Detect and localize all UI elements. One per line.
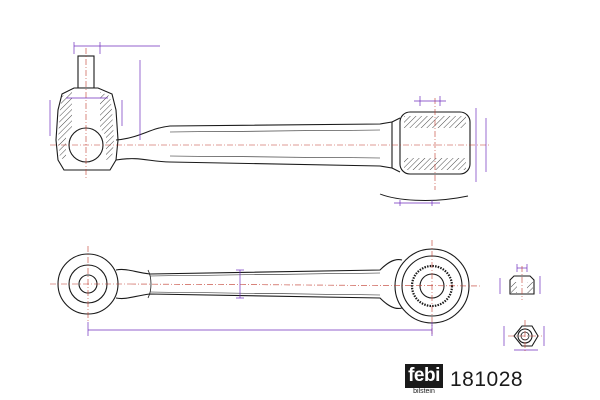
part-number: 181028 — [450, 368, 524, 391]
side-view — [55, 55, 471, 201]
plan-arm-body — [115, 258, 403, 310]
nut-side-dimensions — [499, 264, 541, 294]
housing-section-hatch-right — [100, 92, 114, 160]
brand-logo-subtext: bilstein — [413, 388, 435, 395]
housing-section-hatch — [58, 92, 72, 160]
plan-view-centerlines — [50, 240, 481, 336]
nut-side-hatch — [511, 282, 517, 293]
brand-logo-text: febi — [405, 364, 443, 388]
nut-top-dimensions — [503, 326, 545, 351]
side-view-centerlines — [50, 48, 490, 190]
plan-view-dimensions — [87, 269, 433, 336]
side-view-dimensions — [49, 42, 487, 206]
nut-top-centerlines — [508, 320, 542, 352]
plan-view — [57, 248, 470, 324]
brand-logo: febi bilstein — [405, 364, 443, 396]
